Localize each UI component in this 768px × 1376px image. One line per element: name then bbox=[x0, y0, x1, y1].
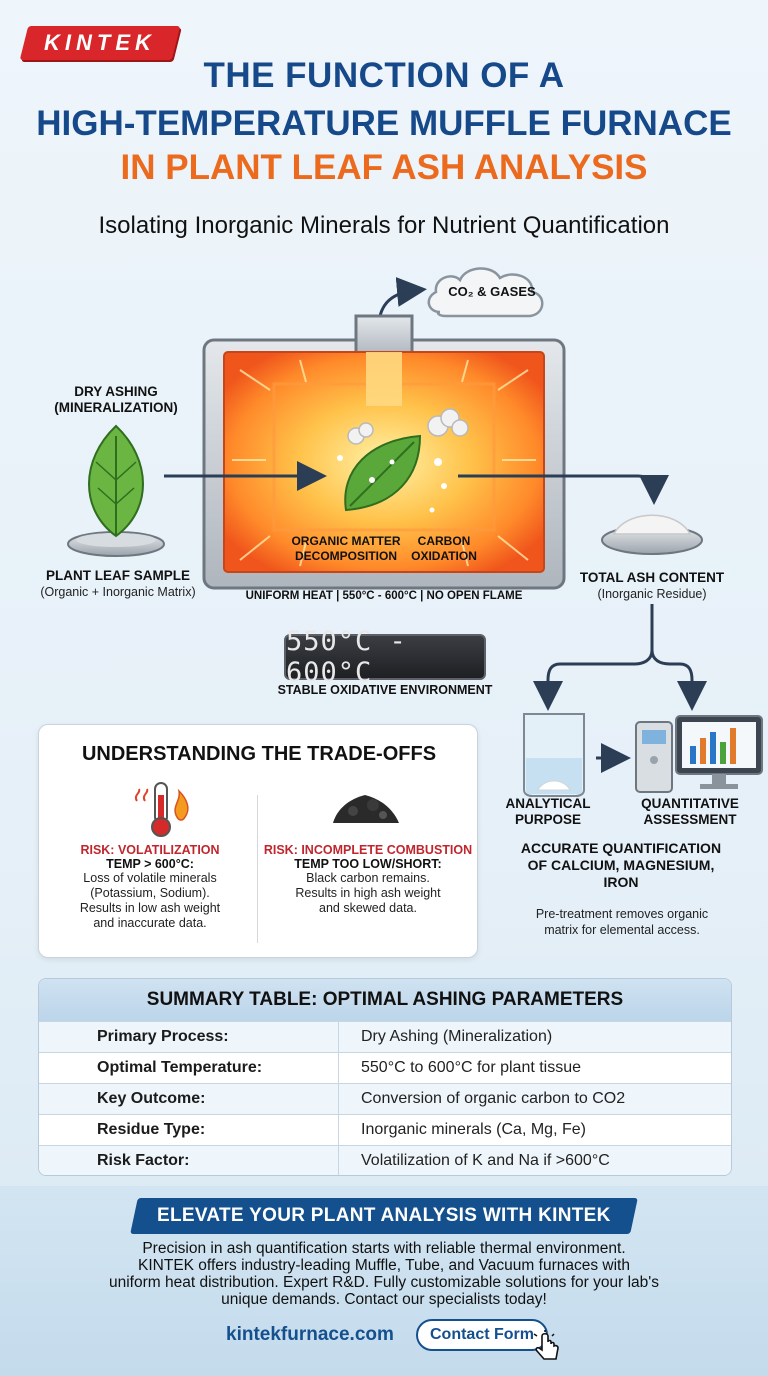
analyzer-computer-icon bbox=[635, 715, 763, 793]
tradeoffs-divider bbox=[257, 795, 258, 943]
organic-line-2: DECOMPOSITION bbox=[294, 549, 397, 563]
organic-line-1: ORGANIC MATTER bbox=[291, 534, 401, 548]
dry-ashing-label: DRY ASHING (MINERALIZATION) bbox=[44, 384, 188, 416]
sample-title: PLANT LEAF SAMPLE bbox=[46, 568, 190, 583]
quantitative-assessment-label: QUANTITATIVE ASSESSMENT bbox=[620, 796, 760, 828]
ash-title: TOTAL ASH CONTENT bbox=[579, 570, 725, 585]
stable-environment-label: STABLE OXIDATIVE ENVIRONMENT bbox=[277, 683, 493, 697]
black-carbon-icon bbox=[333, 795, 399, 823]
carbon-oxidation-label: CARBON OXIDATION bbox=[404, 534, 484, 564]
table-row-value: Inorganic minerals (Ca, Mg, Fe) bbox=[361, 1121, 586, 1138]
table-row: Residue Type: Inorganic minerals (Ca, Mg… bbox=[39, 1114, 731, 1145]
contact-form-label: Contact Form bbox=[430, 1326, 534, 1343]
tradeoffs-title: UNDERSTANDING THE TRADE-OFFS bbox=[81, 743, 437, 765]
combustion-risk-title: RISK: INCOMPLETE COMBUSTION bbox=[263, 843, 473, 857]
table-row-value: Volatilization of K and Na if >600°C bbox=[361, 1152, 610, 1169]
beaker-icon bbox=[523, 713, 585, 797]
gas-arrow bbox=[378, 276, 427, 317]
accurate-line-1: ACCURATE QUANTIFICATION bbox=[520, 840, 722, 856]
summary-table: SUMMARY TABLE: OPTIMAL ASHING PARAMETERS… bbox=[38, 978, 732, 1176]
split-arrow-left bbox=[533, 604, 654, 711]
furnace-chimney bbox=[354, 314, 414, 358]
analytical-line-2: PURPOSE bbox=[514, 812, 582, 827]
table-row-key: Optimal Temperature: bbox=[39, 1053, 339, 1083]
quant-line-1: QUANTITATIVE bbox=[641, 796, 739, 811]
ash-subtitle: (Inorganic Residue) bbox=[597, 587, 707, 601]
leaf-sample-icon bbox=[67, 424, 165, 557]
table-row: Key Outcome: Conversion of organic carbo… bbox=[39, 1083, 731, 1114]
combustion-body-3: and skewed data. bbox=[319, 901, 417, 915]
subtitle: Isolating Inorganic Minerals for Nutrien… bbox=[98, 212, 670, 239]
title-line-1: THE FUNCTION OF A bbox=[203, 56, 565, 95]
footer-banner-text: ELEVATE YOUR PLANT ANALYSIS WITH KINTEK bbox=[157, 1205, 611, 1226]
title-line-3: IN PLANT LEAF ASH ANALYSIS bbox=[120, 148, 648, 187]
volatilization-condition: TEMP > 600°C: bbox=[106, 857, 194, 871]
organic-decomposition-label: ORGANIC MATTER DECOMPOSITION bbox=[286, 534, 406, 564]
analysis-icons bbox=[523, 713, 763, 797]
furnace-diagram bbox=[67, 267, 707, 711]
analytical-purpose-label: ANALYTICAL PURPOSE bbox=[494, 796, 602, 828]
table-row-value: 550°C to 600°C for plant tissue bbox=[361, 1059, 582, 1076]
pretreatment-note: Pre-treatment removes organic matrix for… bbox=[500, 906, 744, 938]
footer-line-3: uniform heat distribution. Expert R&D. F… bbox=[108, 1274, 659, 1291]
burning-leaf-icon bbox=[337, 434, 447, 513]
tradeoffs-card: UNDERSTANDING THE TRADE-OFFS RISK: VOLAT… bbox=[38, 724, 478, 958]
website-link[interactable]: kintekfurnace.com bbox=[226, 1324, 394, 1345]
table-row-key: Risk Factor: bbox=[39, 1146, 339, 1175]
footer-description: Precision in ash quantification starts w… bbox=[60, 1240, 708, 1308]
table-row: Optimal Temperature: 550°C to 600°C for … bbox=[39, 1052, 731, 1083]
accurate-line-3: IRON bbox=[603, 874, 639, 890]
thermometer-flame-icon bbox=[134, 782, 189, 837]
heat-rays bbox=[232, 359, 536, 567]
quant-line-2: ASSESSMENT bbox=[643, 812, 737, 827]
volatilization-body-4: and inaccurate data. bbox=[93, 916, 207, 930]
logo-text: KINTEK bbox=[44, 30, 156, 55]
volatilization-body-1: Loss of volatile minerals bbox=[83, 871, 217, 885]
analytical-line-1: ANALYTICAL bbox=[505, 796, 591, 811]
table-row-key: Residue Type: bbox=[39, 1115, 339, 1145]
combustion-body-2: Results in high ash weight bbox=[295, 886, 441, 900]
title-line-2: HIGH-TEMPERATURE MUFFLE FURNACE bbox=[36, 104, 732, 143]
table-row-key: Primary Process: bbox=[39, 1022, 339, 1052]
accurate-line-2: OF CALCIUM, MAGNESIUM, bbox=[527, 857, 715, 873]
volatilization-body-3: Results in low ash weight bbox=[79, 901, 221, 915]
combustion-body-1: Black carbon remains. bbox=[306, 871, 430, 885]
contact-form-button[interactable]: Contact Form bbox=[416, 1319, 548, 1351]
carbon-line-2: OXIDATION bbox=[411, 549, 477, 563]
pointer-hand-icon bbox=[533, 1330, 559, 1360]
output-arrow bbox=[458, 474, 669, 505]
pretreat-line-1: Pre-treatment removes organic bbox=[535, 907, 709, 921]
smoke-icon bbox=[347, 408, 469, 445]
table-row-value: Conversion of organic carbon to CO2 bbox=[361, 1090, 626, 1107]
combustion-condition: TEMP TOO LOW/SHORT: bbox=[294, 857, 442, 871]
summary-table-title: SUMMARY TABLE: OPTIMAL ASHING PARAMETERS bbox=[39, 979, 731, 1021]
table-row-value: Dry Ashing (Mineralization) bbox=[361, 1028, 553, 1045]
table-row: Primary Process: Dry Ashing (Mineralizat… bbox=[39, 1021, 731, 1052]
uniform-heat-label: UNIFORM HEAT | 550°C - 600°C | NO OPEN F… bbox=[245, 590, 523, 602]
dry-ashing-line-2: (MINERALIZATION) bbox=[54, 400, 178, 415]
table-row-key: Key Outcome: bbox=[39, 1084, 339, 1114]
footer-line-2: KINTEK offers industry-leading Muffle, T… bbox=[138, 1257, 630, 1274]
kintek-logo: KINTEK bbox=[19, 26, 181, 60]
ash-dish-icon bbox=[601, 514, 703, 555]
footer-line-4: unique demands. Contact our specialists … bbox=[221, 1291, 547, 1308]
temperature-display: 550°C - 600°C bbox=[284, 626, 486, 688]
summary-table-body: Primary Process: Dry Ashing (Mineralizat… bbox=[39, 1021, 731, 1175]
footer-line-1: Precision in ash quantification starts w… bbox=[142, 1240, 626, 1257]
sample-subtitle: (Organic + Inorganic Matrix) bbox=[40, 585, 196, 599]
carbon-line-1: CARBON bbox=[417, 534, 471, 548]
accurate-quantification-label: ACCURATE QUANTIFICATION OF CALCIUM, MAGN… bbox=[496, 840, 746, 891]
volatilization-risk: RISK: VOLATILIZATION TEMP > 600°C: Loss … bbox=[43, 843, 257, 931]
gases-label: CO₂ & GASES bbox=[448, 284, 536, 299]
split-arrow-right bbox=[650, 649, 707, 711]
combustion-risk: RISK: INCOMPLETE COMBUSTION TEMP TOO LOW… bbox=[261, 843, 475, 916]
dry-ashing-line-1: DRY ASHING bbox=[74, 384, 158, 399]
pretreat-line-2: matrix for elemental access. bbox=[544, 923, 700, 937]
table-row: Risk Factor: Volatilization of K and Na … bbox=[39, 1145, 731, 1175]
volatilization-body-2: (Potassium, Sodium). bbox=[90, 886, 210, 900]
footer-banner: ELEVATE YOUR PLANT ANALYSIS WITH KINTEK bbox=[130, 1198, 638, 1234]
volatilization-risk-title: RISK: VOLATILIZATION bbox=[80, 843, 220, 857]
cloud-icon bbox=[427, 267, 544, 318]
